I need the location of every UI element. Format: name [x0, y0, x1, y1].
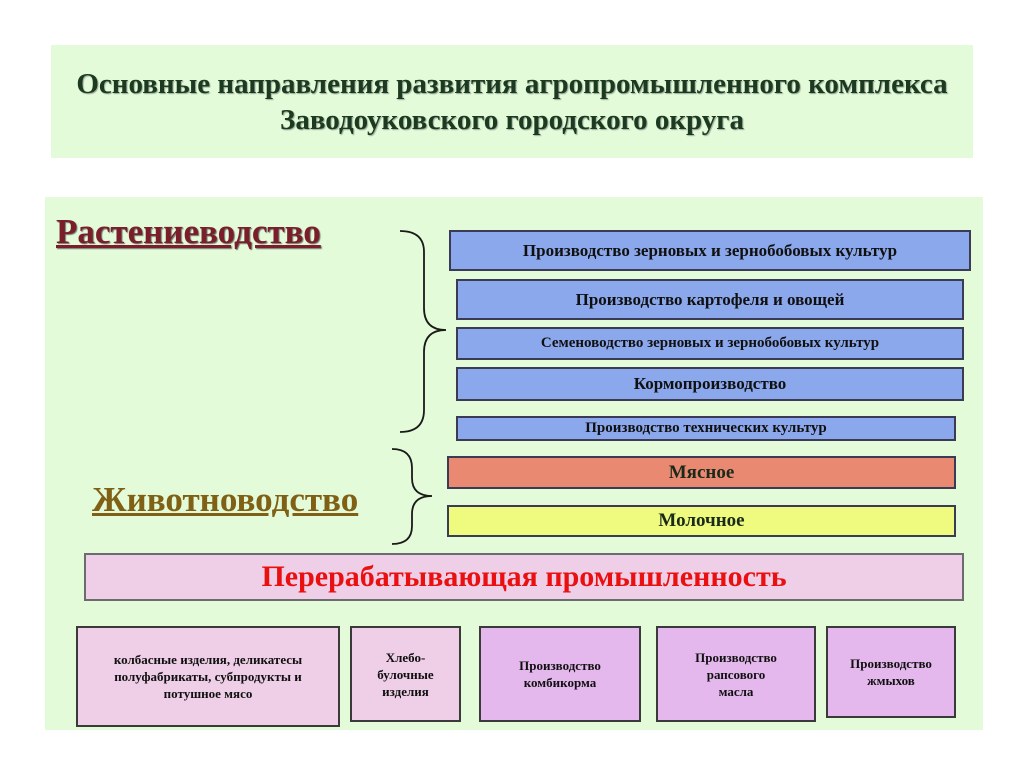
processing-item-bakery: Хлебо- булочные изделия [350, 626, 461, 722]
processing-item-cake: Производство жмыхов [826, 626, 956, 718]
processing-item-sausage: колбасные изделия, деликатесы полуфабрик… [76, 626, 340, 727]
plant-item-fodder: Кормопроизводство [456, 367, 964, 401]
plant-brace [399, 230, 447, 433]
livestock-item-milk: Молочное [447, 505, 956, 537]
processing-item-cake-text: Производство жмыхов [850, 656, 932, 688]
processing-item-rapeseed-text: Производство рапсового масла [695, 649, 777, 699]
processing-item-feed-text: Производство комбикорма [519, 658, 601, 690]
plant-item-grain: Производство зерновых и зернобобовых кул… [449, 230, 971, 271]
plant-item-potato: Производство картофеля и овощей [456, 279, 964, 320]
processing-item-feed: Производство комбикорма [479, 626, 641, 722]
plant-growing-heading: Растениеводство [56, 212, 321, 251]
livestock-heading: Животноводство [92, 480, 359, 519]
plant-item-seed: Семеноводство зерновых и зернобобовых ку… [456, 327, 964, 360]
processing-heading: Перерабатывающая промышленность [84, 553, 964, 601]
livestock-brace [391, 448, 433, 545]
processing-item-sausage-text: колбасные изделия, деликатесы полуфабрик… [113, 652, 303, 701]
plant-item-technical: Производство технических культур [456, 416, 956, 441]
title-box: Основные направления развития агропромыш… [51, 45, 973, 158]
processing-item-bakery-text: Хлебо- булочные изделия [377, 649, 434, 699]
page-title: Основные направления развития агропромыш… [76, 67, 948, 136]
processing-item-rapeseed: Производство рапсового масла [656, 626, 816, 722]
livestock-item-meat: Мясное [447, 456, 956, 489]
